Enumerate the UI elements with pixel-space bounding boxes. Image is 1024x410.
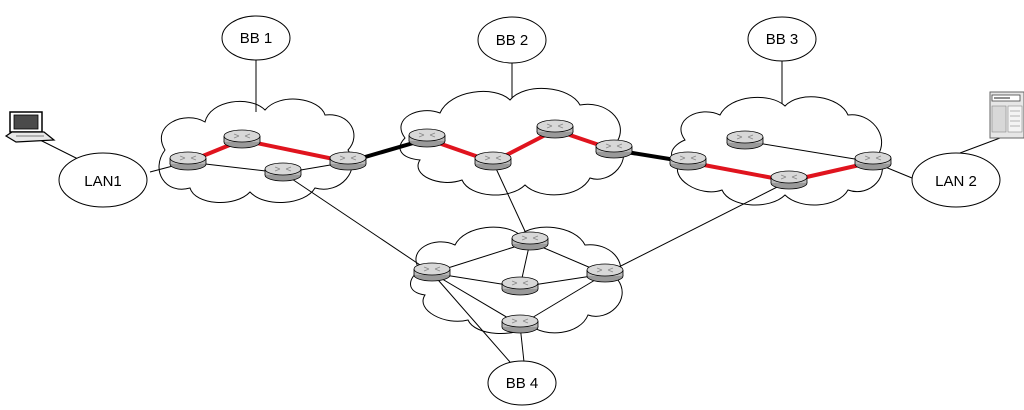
router-icon bbox=[501, 314, 539, 334]
router-icon bbox=[669, 151, 707, 171]
router-icon bbox=[770, 170, 808, 190]
router-icon bbox=[536, 119, 574, 139]
server-icon bbox=[989, 91, 1024, 139]
bb4-label-node: BB 4 bbox=[487, 360, 557, 406]
router-icon bbox=[223, 129, 261, 149]
router-icon bbox=[474, 151, 512, 171]
router-icon bbox=[169, 151, 207, 171]
bb3-label: BB 3 bbox=[766, 31, 799, 48]
router-icon bbox=[595, 139, 633, 159]
lan1-label-node: LAN1 bbox=[58, 152, 148, 208]
router-icon bbox=[408, 128, 446, 148]
cloud-bb1 bbox=[158, 98, 355, 204]
bb3-label-node: BB 3 bbox=[747, 16, 817, 62]
router-icon bbox=[501, 276, 539, 296]
cloud-bb3 bbox=[671, 96, 883, 206]
bb2-label: BB 2 bbox=[496, 32, 529, 49]
router-icon bbox=[854, 151, 892, 171]
bb4-label: BB 4 bbox=[506, 375, 539, 392]
router-icon bbox=[413, 262, 451, 282]
router-icon bbox=[329, 151, 367, 171]
bb1-label-node: BB 1 bbox=[221, 15, 291, 61]
router-icon bbox=[511, 231, 549, 251]
cloud-bb2 bbox=[399, 88, 625, 196]
laptop-icon bbox=[4, 111, 56, 143]
router-icon bbox=[726, 130, 764, 150]
bb1-label: BB 1 bbox=[240, 30, 273, 47]
lan1-label: LAN1 bbox=[84, 173, 122, 190]
bb2-label-node: BB 2 bbox=[477, 16, 547, 64]
router-icon bbox=[264, 162, 302, 182]
lan2-label-node: LAN 2 bbox=[911, 152, 1001, 208]
lan2-label: LAN 2 bbox=[935, 173, 977, 190]
router-icon bbox=[586, 263, 624, 283]
